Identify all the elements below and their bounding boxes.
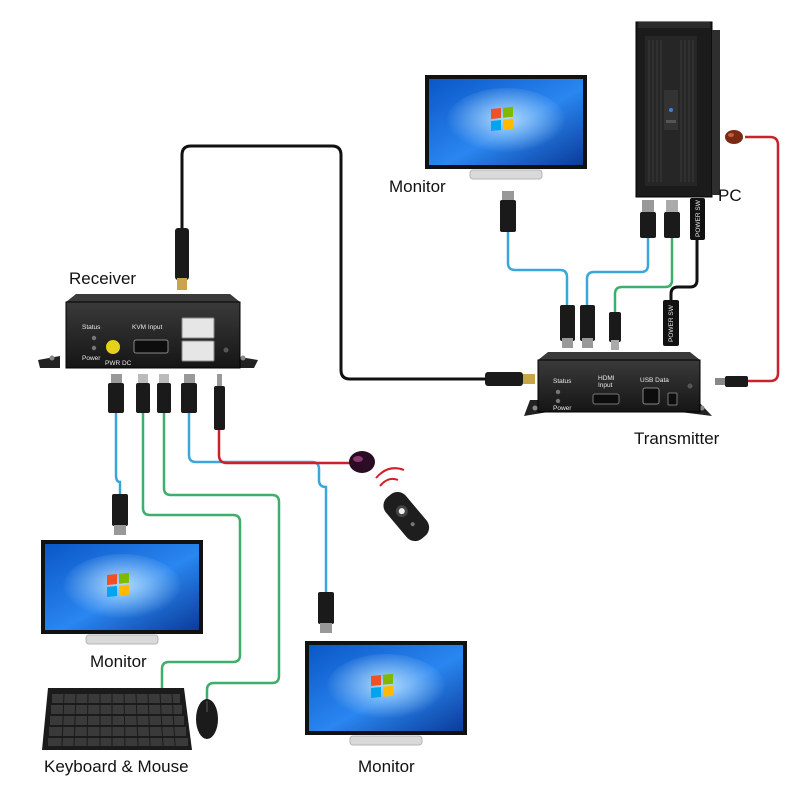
fiber-connector-transmitter: [485, 372, 535, 386]
monitor-top-hdmi-plug: [500, 191, 516, 232]
receiver-screw: [223, 347, 229, 353]
power-sw-label-top: POWER SW: [695, 199, 702, 237]
ir-cable-pc: [745, 135, 780, 383]
transmitter-screw: [687, 383, 693, 389]
receiver-kvm-label: KVM Input: [132, 324, 163, 331]
transmitter-hdmi-label: HDMI: [598, 375, 615, 382]
receiver-label: Receiver: [69, 269, 137, 288]
transmitter-ir-plug: [715, 376, 748, 387]
fiber-hdmi-cable: [180, 144, 485, 381]
pc-hdmi-plug: [640, 200, 656, 238]
transmitter-input-label: Input: [598, 382, 613, 389]
ir-receiver-puck: [349, 451, 375, 473]
receiver-power-led: [91, 345, 97, 351]
monitor-left-label: Monitor: [90, 652, 147, 671]
hdmi-cable-top-monitor: [506, 232, 569, 305]
ir-emitter-pc: [725, 130, 743, 144]
pc-label: PC: [718, 186, 742, 205]
windows-logo-bottom: [371, 673, 393, 698]
transmitter-usb-label: USB Data: [640, 377, 669, 384]
transmitter-power-led: [555, 398, 561, 404]
transmitter-hdmi-port: [592, 393, 620, 405]
transmitter-plugs: POWER SW: [560, 300, 679, 350]
transmitter-power-label: Power: [553, 405, 572, 412]
transmitter-status-led: [555, 389, 561, 395]
power-sw-plug-top: POWER SW: [690, 198, 705, 240]
usb-cable-pc: [613, 238, 674, 312]
windows-logo-top: [491, 106, 513, 131]
left-monitor-hdmi-plug: [112, 494, 128, 535]
hdmi-cable-pc: [585, 238, 650, 305]
transmitter-usb-port: [642, 387, 660, 405]
pc-usb-plug: [664, 200, 680, 238]
power-sw-label-bottom: POWER SW: [668, 304, 675, 342]
receiver-power-label: Power: [82, 355, 101, 362]
hdmi-cable-left-monitor: [114, 412, 122, 498]
receiver-usb-port-upper: [181, 317, 215, 339]
receiver-status-label: Status: [82, 324, 101, 331]
transmitter-status-label: Status: [553, 378, 572, 385]
hdmi-cable-bottom-monitor: [187, 412, 328, 592]
remote-control: [383, 491, 430, 542]
fiber-connector-receiver: [175, 228, 189, 290]
monitor-bottom-label: Monitor: [358, 757, 415, 776]
ir-cable-receiver: [217, 430, 352, 465]
ir-signal-waves: [375, 467, 405, 487]
transmitter-label: Transmitter: [634, 429, 720, 448]
usb-cable-mouse: [162, 412, 281, 700]
receiver-usb-port-lower: [181, 340, 215, 362]
windows-logo-left: [107, 572, 129, 597]
mouse-icon: [196, 699, 218, 739]
receiver-status-led: [91, 335, 97, 341]
receiver-pwr-button: [106, 340, 120, 354]
monitor-top-label: Monitor: [389, 177, 446, 196]
usb-cable-keyboard: [141, 412, 242, 688]
receiver-pwrdc-label: PWR DC: [105, 360, 132, 367]
power-sw-cable: [669, 238, 699, 300]
bottom-monitor-hdmi-plug: [318, 592, 334, 633]
keyboard-icon: [42, 688, 192, 750]
receiver-hdmi-port: [133, 339, 169, 354]
transmitter-pwr-port: [667, 392, 678, 406]
pc-tower: [635, 21, 720, 198]
keyboard-mouse-label: Keyboard & Mouse: [44, 757, 189, 776]
receiver-bottom-plugs: [108, 374, 225, 430]
receiver-device: [38, 294, 258, 369]
